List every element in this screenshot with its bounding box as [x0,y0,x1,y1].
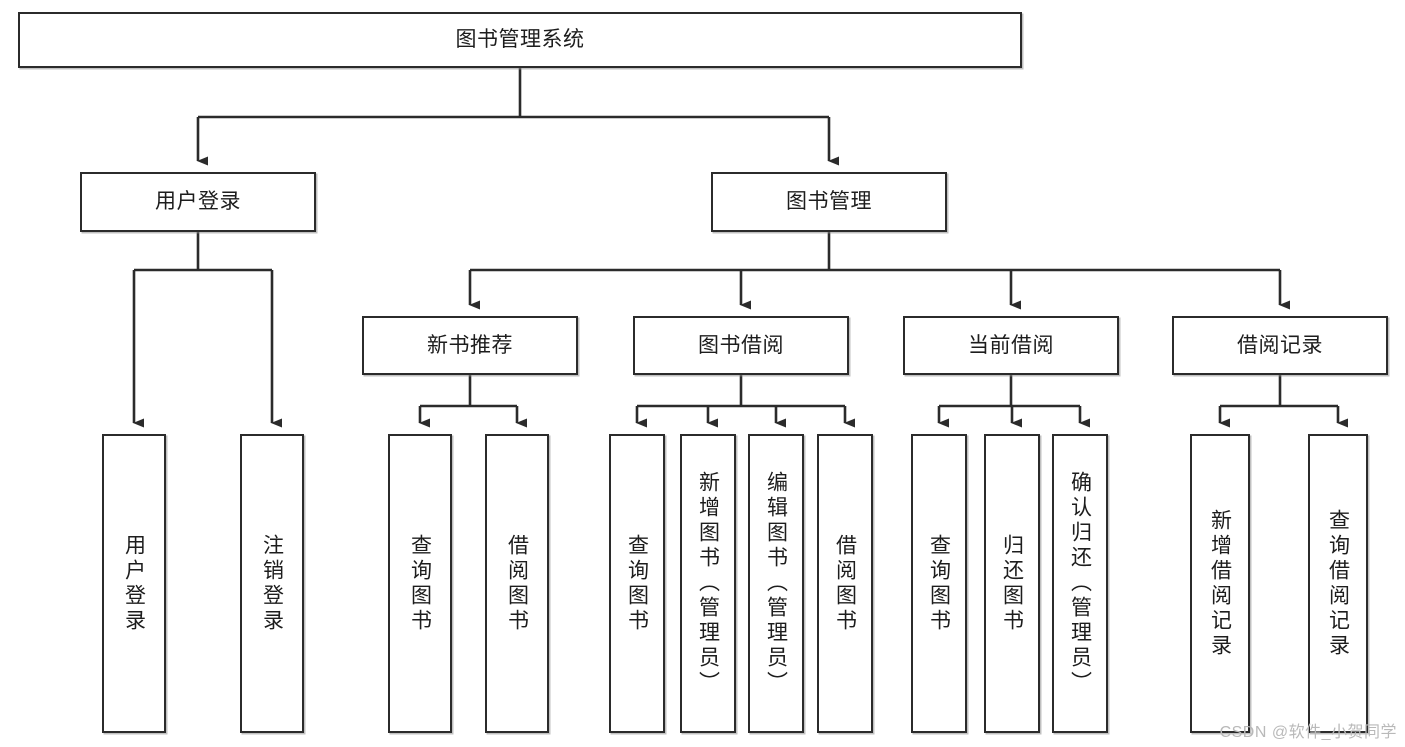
node-leaf-query-book-1[interactable]: 查询图书 [388,434,452,733]
node-leaf-borrow-book-1[interactable]: 借阅图书 [485,434,549,733]
node-label-leaf-user-login: 用户登录 [122,533,146,634]
node-label-book-manage: 图书管理 [786,190,872,214]
node-label-leaf-add-book: 新增图书（管理员） [696,471,720,696]
node-leaf-logout[interactable]: 注销登录 [240,434,304,733]
node-label-leaf-query-book-1: 查询图书 [408,533,432,634]
node-label-user-login: 用户登录 [155,190,241,214]
node-label-book-borrow: 图书借阅 [698,333,784,357]
node-label-leaf-borrow-book-1: 借阅图书 [505,533,529,634]
node-book-borrow[interactable]: 图书借阅 [633,316,849,375]
node-book-manage[interactable]: 图书管理 [711,172,947,232]
node-label-leaf-query-book-2: 查询图书 [625,533,649,634]
watermark-text: CSDN @软件_小贺同学 [1219,724,1397,741]
node-user-login[interactable]: 用户登录 [80,172,316,232]
node-leaf-user-login[interactable]: 用户登录 [102,434,166,733]
node-new-book-recommend[interactable]: 新书推荐 [362,316,578,375]
node-leaf-confirm-return[interactable]: 确认归还（管理员） [1052,434,1108,733]
node-leaf-query-book-2[interactable]: 查询图书 [609,434,665,733]
node-leaf-add-book[interactable]: 新增图书（管理员） [680,434,736,733]
node-label-leaf-borrow-book-2: 借阅图书 [833,533,857,634]
node-leaf-add-record[interactable]: 新增借阅记录 [1190,434,1250,733]
node-label-leaf-query-record: 查询借阅记录 [1326,508,1350,659]
node-label-root: 图书管理系统 [455,28,585,52]
node-leaf-query-book-3[interactable]: 查询图书 [911,434,967,733]
node-label-leaf-edit-book: 编辑图书（管理员） [764,471,788,696]
node-label-leaf-add-record: 新增借阅记录 [1208,508,1232,659]
node-label-current-borrow: 当前借阅 [968,333,1054,357]
node-label-leaf-return-book: 归还图书 [1000,533,1024,634]
node-current-borrow[interactable]: 当前借阅 [903,316,1119,375]
node-leaf-borrow-book-2[interactable]: 借阅图书 [817,434,873,733]
node-leaf-edit-book[interactable]: 编辑图书（管理员） [748,434,804,733]
node-root[interactable]: 图书管理系统 [18,12,1022,68]
node-label-new-book-recommend: 新书推荐 [427,333,513,357]
node-label-leaf-logout: 注销登录 [260,533,284,634]
node-leaf-query-record[interactable]: 查询借阅记录 [1308,434,1368,733]
node-leaf-return-book[interactable]: 归还图书 [984,434,1040,733]
node-borrow-record[interactable]: 借阅记录 [1172,316,1388,375]
node-label-borrow-record: 借阅记录 [1237,333,1323,357]
node-label-leaf-confirm-return: 确认归还（管理员） [1068,471,1092,696]
node-label-leaf-query-book-3: 查询图书 [927,533,951,634]
